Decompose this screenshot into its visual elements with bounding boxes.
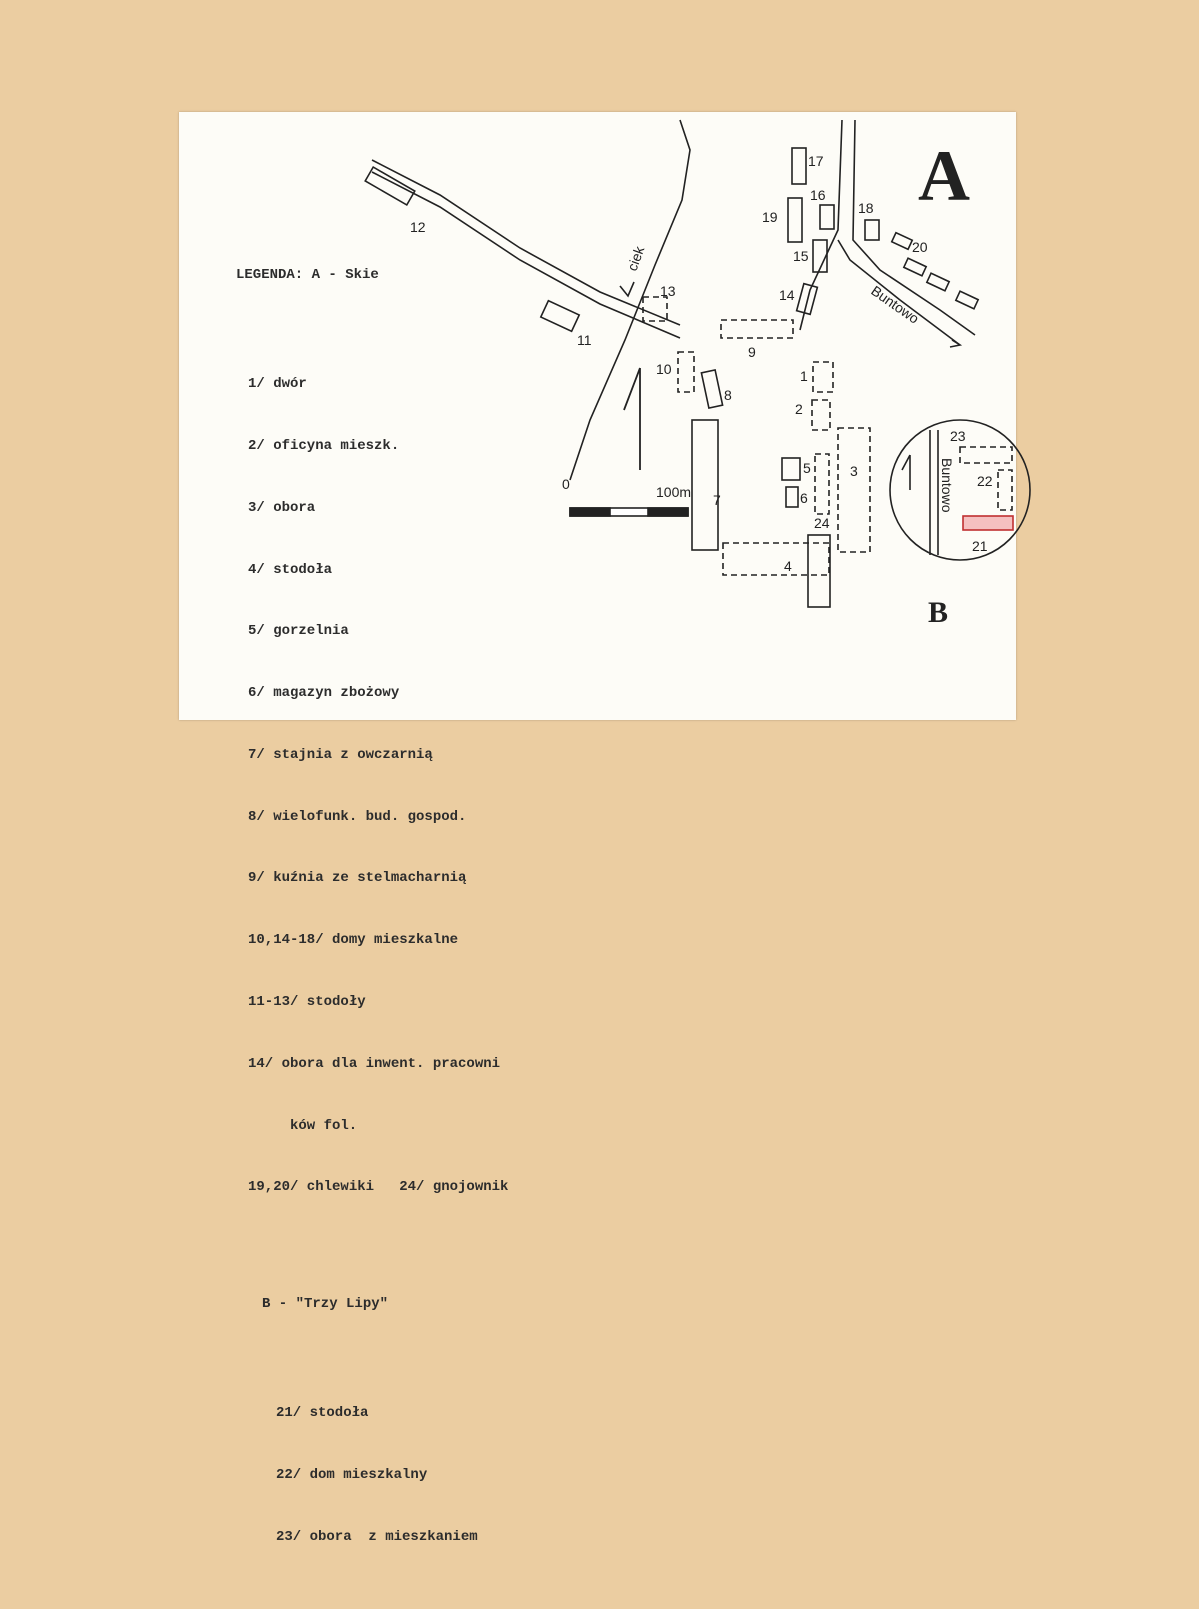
label-21: 21 — [972, 538, 988, 554]
label-23: 23 — [950, 428, 966, 444]
stream-label: ciek — [624, 243, 648, 273]
label-14: 14 — [779, 287, 795, 303]
road-arrow — [949, 339, 963, 348]
building-6 — [785, 486, 799, 508]
legend-item: 1/ dwór — [248, 376, 307, 393]
scale-start: 0 — [562, 476, 570, 492]
label-8: 8 — [724, 387, 732, 403]
label-9: 9 — [748, 344, 756, 360]
legend-item: 8/ wielofunk. bud. gospod. — [248, 808, 467, 825]
road-buntowo-left — [799, 119, 843, 331]
road-line-upper — [371, 159, 681, 326]
building-10 — [677, 351, 695, 393]
legend-item: 14/ obora dla inwent. pracowni — [248, 1055, 501, 1072]
outbuilding-a — [902, 257, 928, 277]
outbuilding-c — [954, 290, 980, 310]
legend-item: 22/ dom mieszkalny — [276, 1467, 428, 1484]
building-19 — [787, 197, 803, 243]
building-20 — [890, 231, 914, 251]
road-label: Buntowo — [868, 282, 922, 326]
building-8 — [700, 368, 724, 410]
legend-item: 3/ obora — [248, 499, 316, 516]
label-18: 18 — [858, 200, 874, 216]
site-plan: 12 11 13 9 10 8 7 17 16 19 15 14 18 20 1… — [364, 119, 1031, 629]
legend-item: 19,20/ chlewiki 24/ gnojownik — [248, 1179, 509, 1196]
label-1: 1 — [800, 368, 808, 384]
label-12: 12 — [410, 219, 426, 235]
label-4: 4 — [784, 558, 792, 574]
inset-road-label: Buntowo — [939, 458, 955, 513]
stream-line — [569, 119, 691, 481]
north-arrow — [623, 367, 641, 470]
road-buntowo-right — [852, 119, 976, 336]
label-2: 2 — [795, 401, 803, 417]
building-15 — [812, 239, 828, 273]
section-letter-b: B — [928, 596, 948, 629]
legend-item: 11-13/ stodoły — [248, 993, 366, 1010]
scale-bar — [569, 507, 689, 517]
label-13: 13 — [660, 283, 676, 299]
building-ruin-5 — [814, 453, 830, 515]
building-22 — [997, 469, 1013, 511]
building-5 — [781, 457, 801, 481]
road-line-lower — [371, 171, 681, 339]
label-17: 17 — [808, 153, 824, 169]
outbuilding-b — [925, 272, 951, 292]
building-11 — [539, 299, 581, 333]
label-5: 5 — [803, 460, 811, 476]
legend: LEGENDA: A - Skie 1/ dwór 2/ oficyna mie… — [236, 224, 508, 1609]
label-22: 22 — [977, 473, 993, 489]
legend-item: 23/ obora z mieszkaniem — [276, 1528, 478, 1545]
label-10: 10 — [656, 361, 672, 377]
building-1 — [812, 361, 834, 393]
label-11: 11 — [577, 332, 592, 348]
label-15: 15 — [793, 248, 809, 264]
inset-circle — [889, 419, 1031, 561]
building-17 — [791, 147, 807, 185]
legend-item: 5/ gorzelnia — [248, 623, 349, 640]
legend-title: LEGENDA: A - Skie — [236, 267, 379, 284]
legend-item: 10,14-18/ domy mieszkalne — [248, 932, 459, 949]
label-19: 19 — [762, 209, 778, 225]
legend-item: 7/ stajnia z owczarnią — [248, 746, 433, 763]
building-16 — [819, 204, 835, 230]
legend-item: 21/ stodoła — [276, 1405, 369, 1422]
building-12 — [364, 165, 416, 207]
building-2 — [811, 399, 831, 431]
scale-end: 100m — [656, 484, 691, 500]
building-7 — [691, 419, 719, 551]
building-23 — [959, 446, 1013, 464]
building-9 — [720, 319, 794, 339]
label-7: 7 — [713, 492, 721, 508]
legend-item: 2/ oficyna mieszk. — [248, 437, 400, 454]
building-24 — [807, 534, 831, 608]
legend-item: ków fol. — [290, 1117, 358, 1134]
legend-section-b-title: B - "Trzy Lipy" — [262, 1296, 389, 1313]
inset-north-arrow — [901, 454, 911, 490]
legend-item: 9/ kuźnia ze stelmacharnią — [248, 870, 467, 887]
building-18 — [864, 219, 880, 241]
road-buntowo-branch — [837, 239, 961, 346]
legend-item: 6/ magazyn zbożowy — [248, 685, 400, 702]
stream-arrow — [619, 281, 635, 298]
label-24: 24 — [814, 515, 830, 531]
building-14 — [795, 282, 819, 316]
label-20: 20 — [912, 239, 928, 255]
building-3 — [837, 427, 871, 553]
label-16: 16 — [810, 187, 826, 203]
building-13 — [642, 296, 668, 322]
label-3: 3 — [850, 463, 858, 479]
label-6: 6 — [800, 490, 808, 506]
legend-item: 4/ stodoła — [248, 561, 333, 578]
map-sheet — [179, 112, 1016, 720]
building-21 — [962, 515, 1014, 531]
building-4 — [722, 542, 830, 576]
section-letter-a: A — [918, 136, 970, 216]
